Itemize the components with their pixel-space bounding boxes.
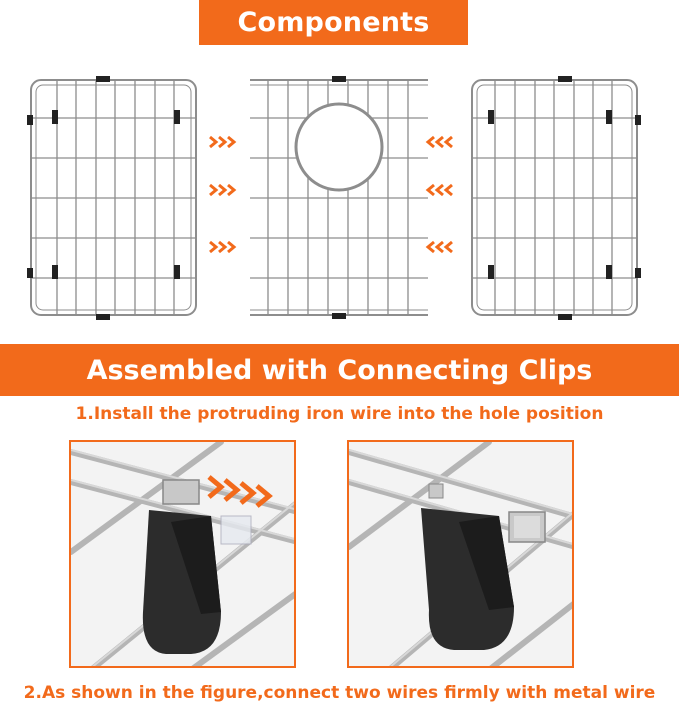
step-1-illustration bbox=[71, 442, 294, 666]
components-title: Components bbox=[237, 7, 430, 38]
step-1-text: 1.Install the protruding iron wire into … bbox=[75, 404, 604, 424]
assembly-title: Assembled with Connecting Clips bbox=[86, 354, 593, 386]
components-banner: Components bbox=[199, 0, 468, 45]
step-2-photo bbox=[347, 440, 574, 668]
step-2-text: 2.As shown in the figure,connect two wir… bbox=[23, 683, 656, 703]
middle-grid bbox=[250, 76, 428, 319]
components-svg bbox=[27, 76, 641, 320]
assembly-banner: Assembled with Connecting Clips bbox=[0, 344, 679, 396]
step-1-photo bbox=[69, 440, 296, 668]
chevrons-right-icon bbox=[208, 135, 236, 254]
right-grid bbox=[471, 76, 641, 320]
left-grid bbox=[27, 76, 197, 320]
chevrons-right-icon bbox=[207, 475, 273, 508]
chevrons-left-icon bbox=[426, 135, 454, 254]
step-2-illustration bbox=[349, 442, 572, 666]
components-illustration bbox=[0, 70, 679, 325]
